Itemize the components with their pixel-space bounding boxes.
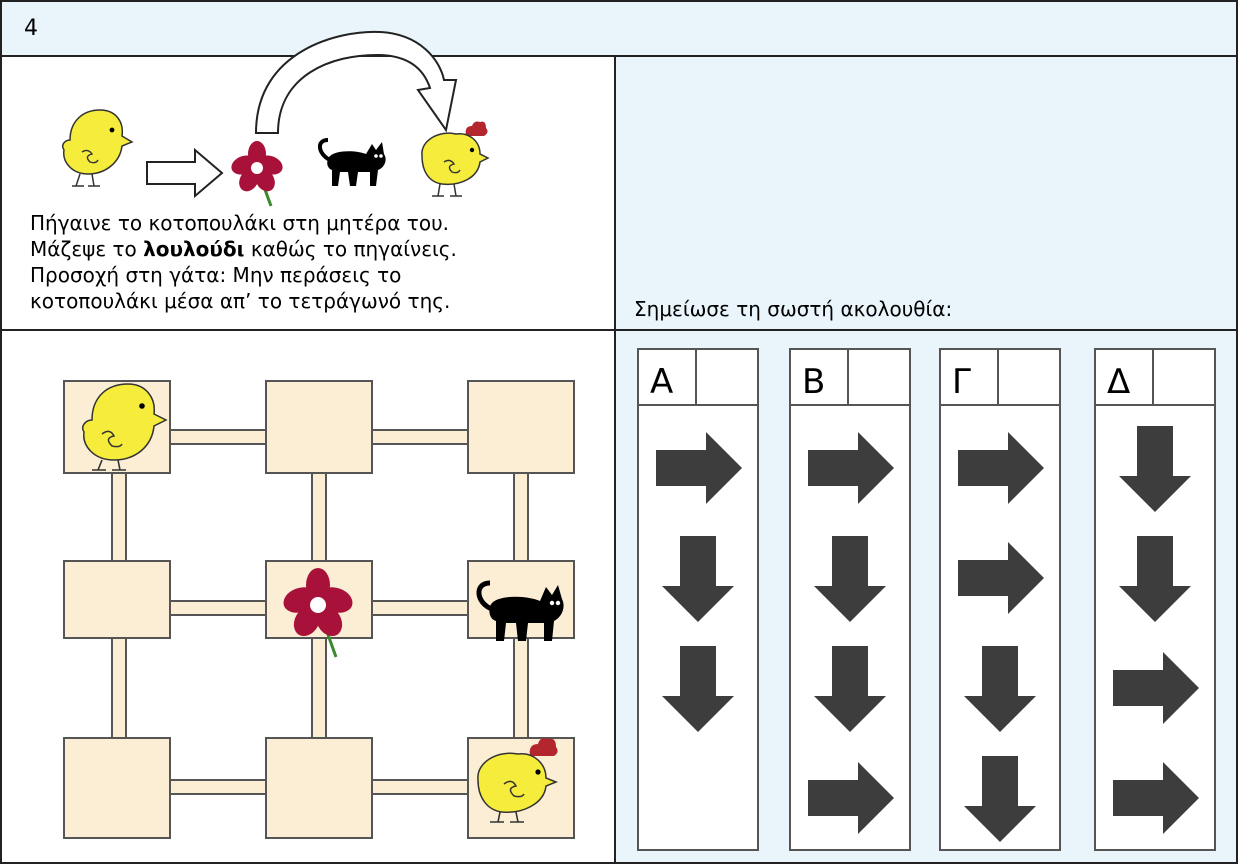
maze-corridor [111,470,127,564]
maze-tile [265,380,373,474]
instruction-line-2: Μάζεψε το λουλούδι καθώς το πηγαίνεις. [30,236,457,262]
instruction-line-4: κοτοπουλάκι μέσα απ’ το τετράγωνό της. [30,289,451,313]
flower-icon [283,568,353,658]
maze-paths [111,429,529,795]
cat-icon [318,138,386,186]
chick-icon [61,109,134,187]
answer-cell [614,55,1238,331]
curved-arrow-icon [254,30,458,134]
instruction-illustration [61,30,490,207]
maze-corridor [513,635,529,741]
maze-corridor [167,429,269,445]
instruction-text: Πήγαινε το κοτοπουλάκι στη μητέρα του. Μ… [30,210,457,314]
instruction-keyword: λουλούδι [143,237,245,261]
maze-tile [63,560,171,639]
maze-tile [467,380,575,474]
hen-icon [477,738,559,823]
instruction-line-2-end: καθώς το πηγαίνεις. [244,237,457,261]
instruction-line-1: Πήγαινε το κοτοπουλάκι στη μητέρα του. [30,211,450,235]
task-number: 4 [24,16,38,41]
maze-board [63,380,575,839]
cat-icon [476,580,564,641]
maze-corridor [369,429,471,445]
maze-corridor [369,600,471,616]
maze-corridor [167,600,269,616]
instruction-line-2-start: Μάζεψε το [30,237,144,261]
maze-corridor [111,635,127,741]
options-cell [614,329,1238,864]
maze-corridor [369,779,471,795]
chick-icon [81,383,168,471]
maze-corridor [167,779,269,795]
hollow-arrow-icon [146,147,224,199]
maze-tile [63,737,171,839]
maze-corridor [311,470,327,564]
instruction-line-3: Προσοχή στη γάτα: Μην περάσεις το [30,263,402,287]
maze-corridor [311,635,327,741]
maze-corridor [513,470,529,564]
hen-icon [421,121,490,197]
flower-icon [231,141,283,207]
answer-prompt: Σημείωσε τη σωστή ακολουθία: [634,297,953,321]
maze-tile [265,737,373,839]
